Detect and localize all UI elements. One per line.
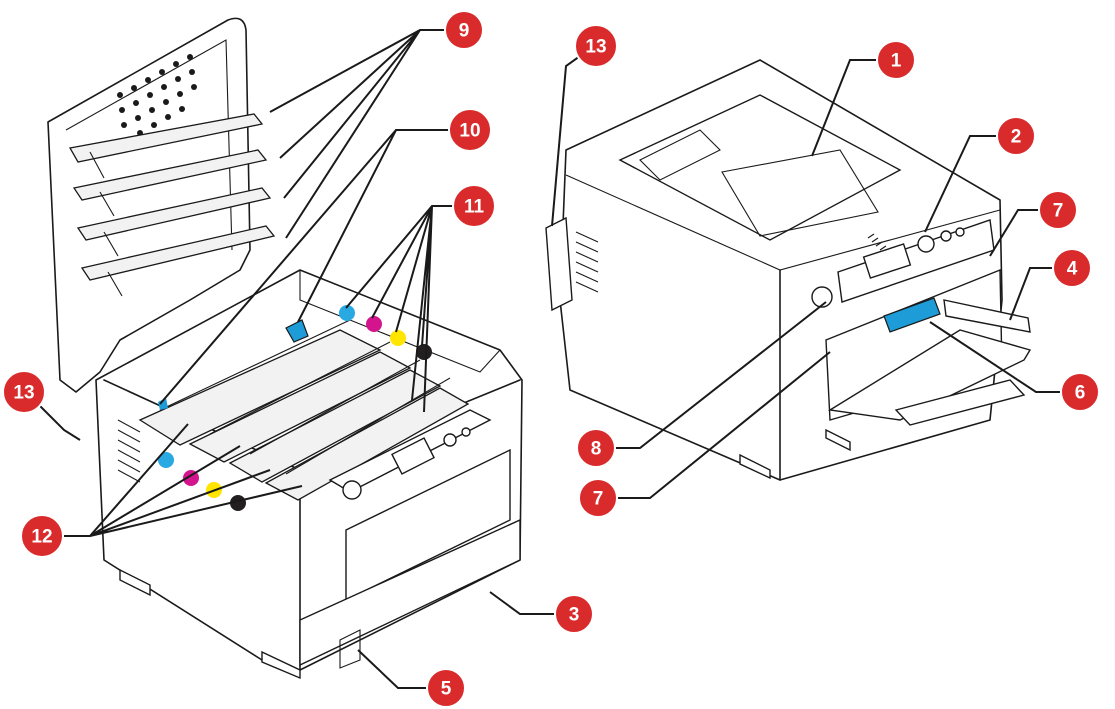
- drum-dot-cyan: [158, 452, 174, 468]
- mp-paper-guide: [943, 299, 1031, 333]
- open-printer-control-panel: [328, 409, 492, 500]
- callout-3: 3: [554, 594, 594, 634]
- toner-dot-magenta: [366, 316, 382, 332]
- callout-2-label: 2: [1011, 127, 1022, 148]
- callout-1-label: 1: [891, 51, 902, 72]
- toner-dot-black: [416, 344, 432, 360]
- led-heads: [68, 113, 276, 297]
- callout-11: 11: [452, 184, 496, 228]
- left-side-vent: [117, 419, 141, 483]
- right-side-vent: [575, 231, 599, 293]
- open-printer-illustration: [47, 17, 523, 680]
- callout-7-bottom: 7: [578, 478, 618, 518]
- callout-10-label: 10: [459, 121, 480, 142]
- callout-10: 10: [448, 108, 492, 152]
- callout-11-label: 11: [464, 197, 485, 218]
- toner-dot-cyan: [339, 305, 355, 321]
- callout-13-right-label: 13: [585, 37, 606, 58]
- callout-6: 6: [1060, 372, 1100, 412]
- mp-tray-paper-feed-lever: [883, 297, 941, 333]
- callout-9-label: 9: [459, 21, 470, 42]
- callout-9: 9: [444, 10, 484, 50]
- fuser-release-lever: [285, 319, 309, 343]
- callout-1: 1: [876, 40, 916, 80]
- mp-tray: [827, 329, 1032, 421]
- callout-3-label: 3: [569, 605, 580, 626]
- callout-4: 4: [1052, 248, 1092, 288]
- callout-12: 12: [20, 514, 64, 558]
- toner-dot-yellow: [390, 330, 406, 346]
- front-door: [345, 448, 511, 602]
- callout-13-right: 13: [574, 24, 618, 68]
- callout-7-top-label: 7: [1053, 201, 1064, 222]
- callout-13-left-label: 13: [13, 383, 34, 404]
- callout-pointers: [29, 29, 1060, 689]
- cover-vent-holes: [117, 54, 197, 136]
- callout-5-label: 5: [441, 679, 452, 700]
- paper-tray: [299, 518, 521, 667]
- closed-printer-illustration: [545, 59, 1032, 481]
- output-tray: [618, 94, 902, 241]
- callout-2: 2: [996, 116, 1036, 156]
- mp-tray-extension: [894, 379, 1026, 426]
- callout-7-bottom-label: 7: [593, 489, 604, 510]
- top-vent: [867, 233, 887, 251]
- side-panel: [545, 216, 573, 312]
- callout-8: 8: [576, 428, 616, 468]
- callout-8-label: 8: [591, 439, 602, 460]
- image-drums: [138, 319, 470, 501]
- callout-4-label: 4: [1067, 259, 1078, 280]
- drum-dot-black: [230, 495, 246, 511]
- callout-13-left: 13: [2, 370, 46, 414]
- callout-12-label: 12: [31, 527, 52, 548]
- top-cover-release-button: [811, 286, 833, 308]
- callout-5: 5: [426, 668, 466, 708]
- callout-7-top: 7: [1038, 190, 1078, 230]
- callout-6-label: 6: [1075, 383, 1086, 404]
